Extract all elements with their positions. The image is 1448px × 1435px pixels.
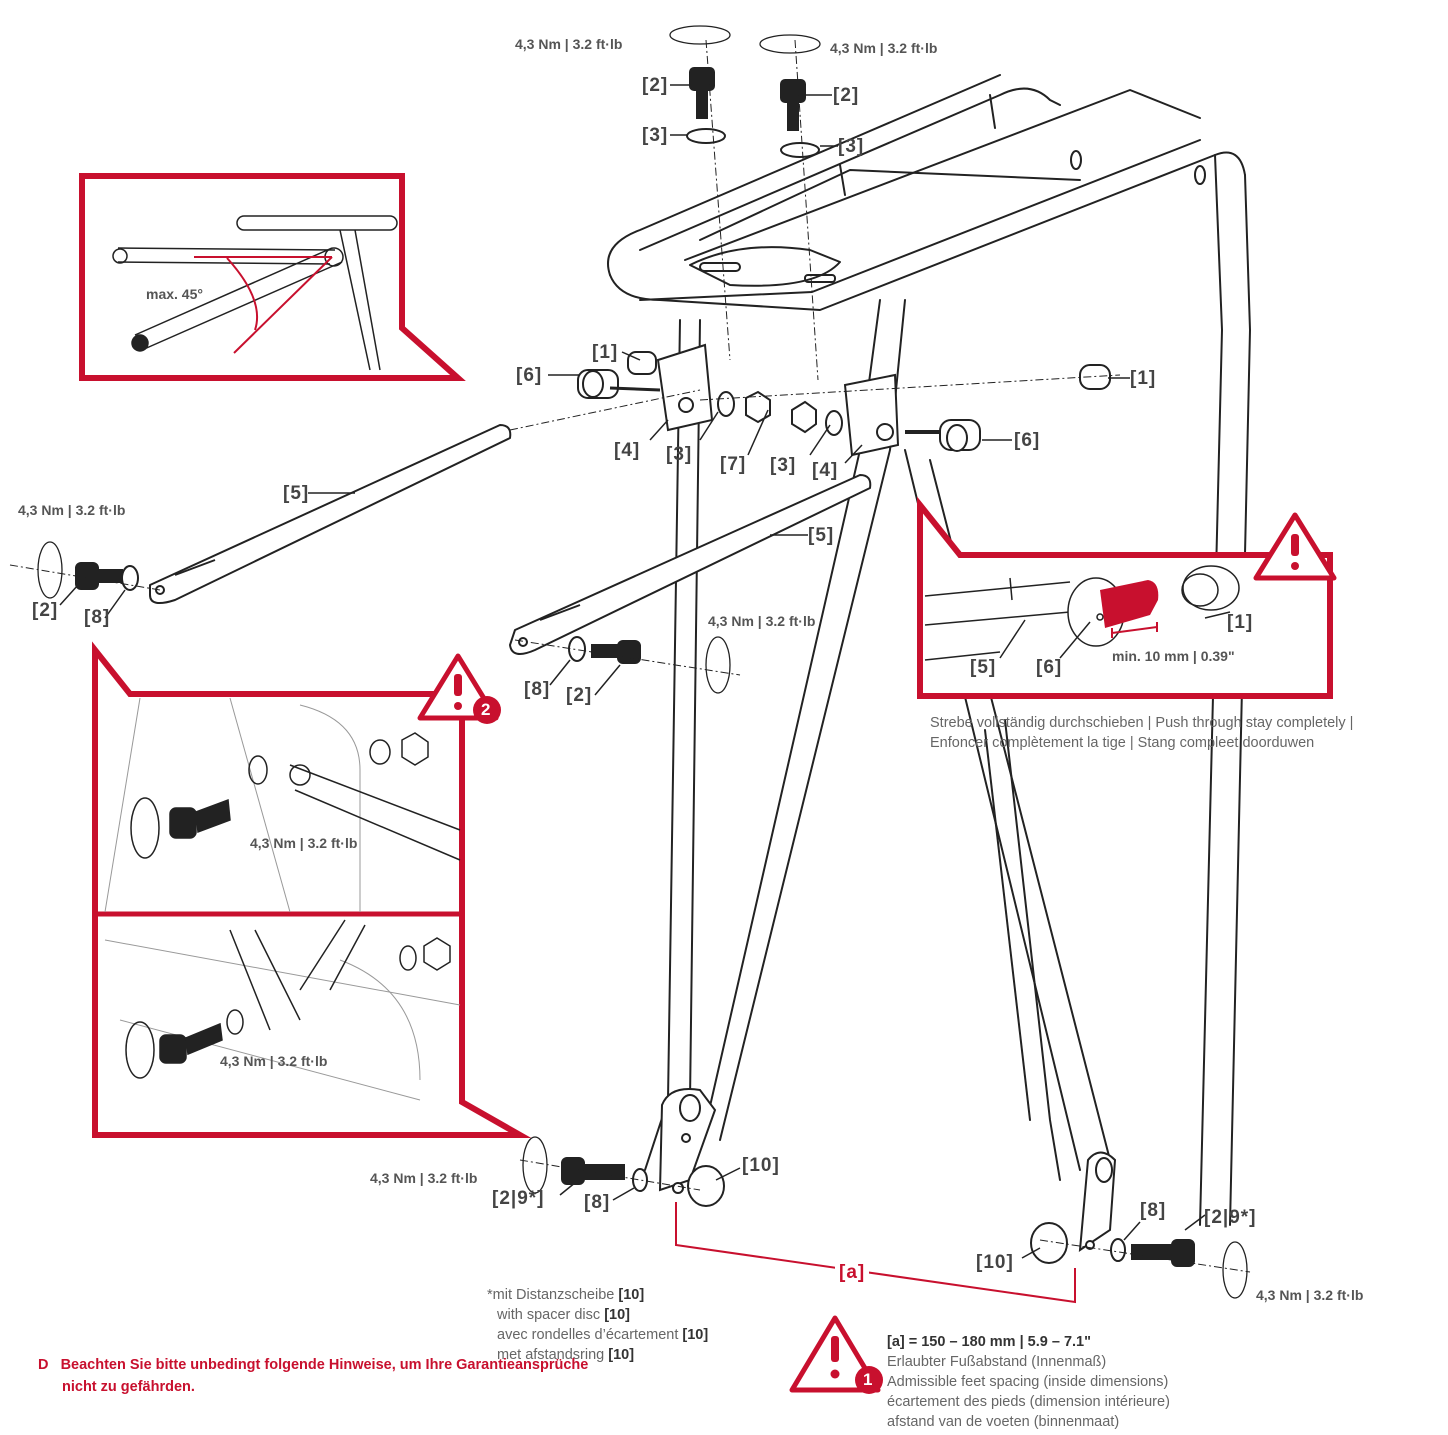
part-label-3: [3] [642, 125, 669, 146]
part-label-4: [4] [614, 440, 641, 461]
spacer-ref: [10] [618, 1287, 645, 1303]
part-label-6: [6] [516, 365, 543, 386]
part-label-4: [4] [812, 460, 839, 481]
torque-label-top-left: 4,3 Nm | 3.2 ft·lb [515, 36, 623, 52]
part-label-2-9: [2|9*] [1204, 1207, 1257, 1228]
warning-triangle-spacing [789, 1315, 883, 1394]
spacer-line: met afstandsring [497, 1347, 609, 1363]
inset-angle-frame [79, 173, 466, 381]
warning-badge-number: 2 [481, 700, 491, 719]
max-angle-label: max. 45° [146, 286, 203, 302]
dimension-label-a: [a] [835, 1262, 870, 1284]
spacer-line: with spacer disc [497, 1307, 605, 1323]
spacing-heading: [a] = 150 – 180 mm | 5.9 – 7.1" [887, 1334, 1091, 1350]
warranty-notice: D Beachten Sie bitte unbedingt folgende … [38, 1354, 588, 1398]
spacing-line: Erlaubter Fußabstand (Innenmaß) [887, 1354, 1107, 1370]
stay-note-line: Enfoncer complètement la tige | Stang co… [930, 735, 1315, 751]
part-label-5: [5] [808, 525, 835, 546]
part-label-10: [10] [742, 1155, 780, 1176]
spacing-line: Admissible feet spacing (inside dimensio… [887, 1374, 1169, 1390]
part-label-3: [3] [838, 136, 865, 157]
part-label-2: [2] [566, 685, 593, 706]
spacing-bracket [675, 1202, 1076, 1304]
side-bolts [75, 562, 1195, 1267]
top-bolts [686, 67, 820, 158]
warning-triangle-stay [1253, 512, 1337, 581]
leader-lines [59, 84, 1206, 1259]
feet-spacing-note: [a] = 150 – 180 mm | 5.9 – 7.1" Erlaubte… [887, 1332, 1170, 1432]
stay-note-line: Strebe vollständig durchschieben | Push … [930, 715, 1354, 731]
spacer-star: * [487, 1287, 493, 1303]
part-label-8: [8] [524, 679, 551, 700]
warning-triangle-mount [417, 653, 501, 724]
warning-badge-number: 1 [863, 1370, 873, 1389]
spacing-line: afstand van de voeten (binnenmaat) [887, 1414, 1120, 1430]
torque-label-top-right: 4,3 Nm | 3.2 ft·lb [830, 40, 938, 56]
spacer-line: mit Distanzscheibe [492, 1287, 619, 1303]
torque-label-inset-lower: 4,3 Nm | 3.2 ft·lb [220, 1053, 328, 1069]
part-label-1: [1] [592, 342, 619, 363]
part-label-5: [5] [970, 657, 997, 678]
part-label-8: [8] [1140, 1200, 1167, 1221]
part-label-1: [1] [1227, 612, 1254, 633]
spacing-line: écartement des pieds (dimension intérieu… [887, 1394, 1170, 1410]
spacer-ref: [10] [682, 1327, 709, 1343]
part-label-5: [5] [283, 483, 310, 504]
torque-label-right-foot: 4,3 Nm | 3.2 ft·lb [1256, 1287, 1364, 1303]
min-insert-label: min. 10 mm | 0.39" [1112, 648, 1235, 664]
clamp-hardware [577, 343, 1111, 457]
language-letter: D [38, 1357, 49, 1373]
spacer-line: avec rondelles d’écartement [497, 1327, 683, 1343]
spacer-ref: [10] [604, 1307, 630, 1323]
warranty-line: Beachten Sie bitte unbedingt folgende Hi… [60, 1357, 589, 1373]
part-label-2: [2] [833, 85, 860, 106]
spacer-ref: [10] [608, 1347, 635, 1363]
part-label-8: [8] [584, 1192, 611, 1213]
part-label-6: [6] [1036, 657, 1063, 678]
inset-mount-frame [92, 641, 532, 1138]
part-label-6: [6] [1014, 430, 1041, 451]
part-label-8: [8] [84, 607, 111, 628]
part-label-1: [1] [1130, 368, 1157, 389]
assembly-axes [9, 39, 1251, 1273]
torque-label-left-stay: 4,3 Nm | 3.2 ft·lb [18, 502, 126, 518]
part-label-2: [2] [642, 75, 669, 96]
stays [149, 424, 872, 655]
part-label-7: [7] [720, 454, 747, 475]
foot-plates [658, 1088, 1117, 1252]
stay-instruction-note: Strebe vollständig durchschieben | Push … [930, 713, 1353, 753]
torque-label-left-foot: 4,3 Nm | 3.2 ft·lb [370, 1170, 478, 1186]
part-label-2-9: [2|9*] [492, 1188, 545, 1209]
inset-stay-frame [917, 496, 1333, 699]
rotation-arrows [37, 25, 1248, 1299]
torque-label-inset-upper: 4,3 Nm | 3.2 ft·lb [250, 835, 358, 851]
torque-label-right-stay: 4,3 Nm | 3.2 ft·lb [708, 613, 816, 629]
rack-top-frame [607, 74, 1251, 1226]
warranty-line: nicht zu gefährden. [62, 1379, 195, 1395]
part-label-3: [3] [770, 455, 797, 476]
part-label-2: [2] [32, 600, 59, 621]
part-label-10: [10] [976, 1252, 1014, 1273]
spacer-disc-note: *mit Distanzscheibe [10] with spacer dis… [487, 1285, 708, 1365]
part-label-3: [3] [666, 444, 693, 465]
